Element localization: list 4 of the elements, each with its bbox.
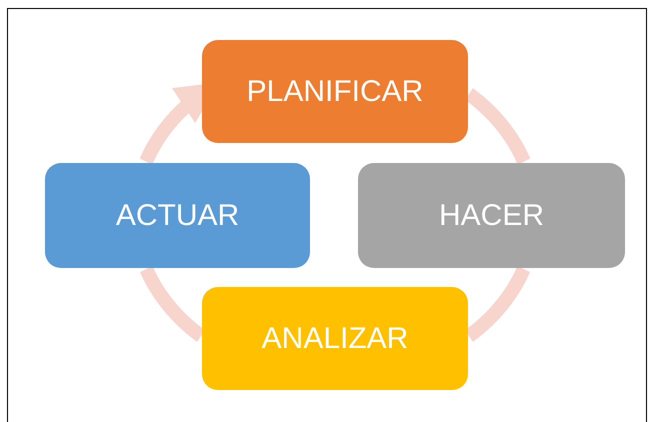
stage-box: ANALIZAR (202, 287, 468, 390)
stage-box: HACER (358, 163, 625, 268)
stage-box: PLANIFICAR (202, 40, 468, 143)
stage-box: ACTUAR (45, 163, 310, 268)
